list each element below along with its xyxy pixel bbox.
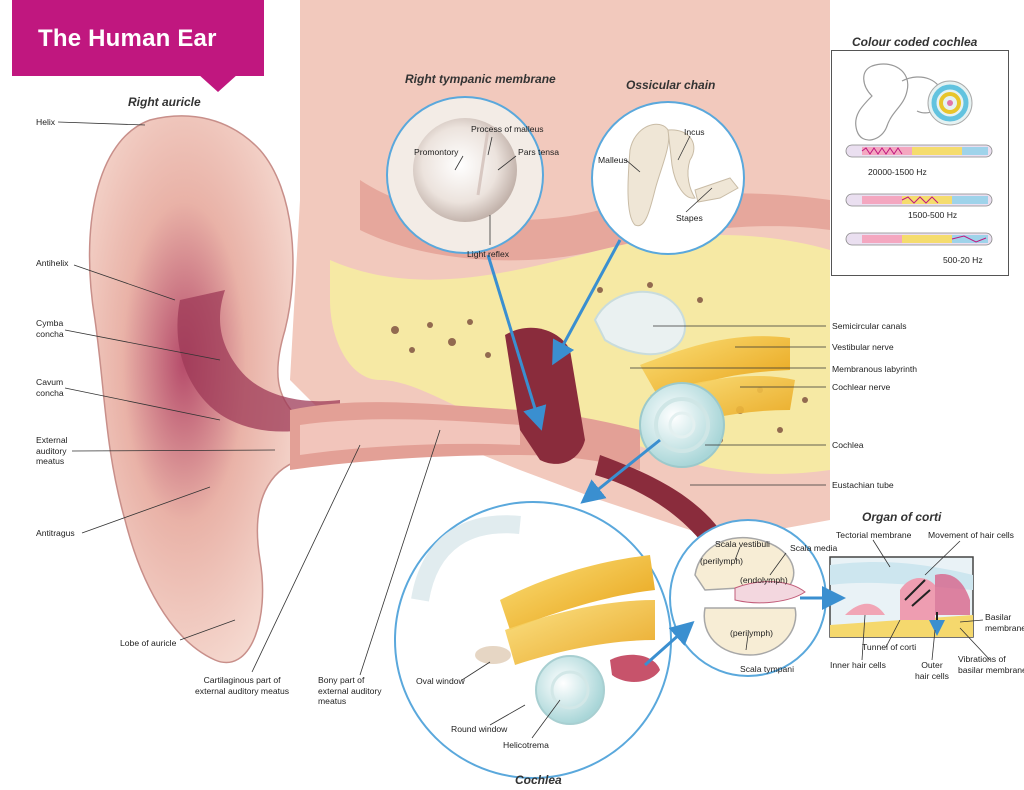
canal-inner: [300, 419, 520, 455]
label-endolymph: (endolymph): [740, 575, 788, 585]
band-label-mid: 1500-500 Hz: [908, 210, 958, 220]
label-vestibular-nerve: Vestibular nerve: [832, 342, 894, 352]
oval-window-shape: [475, 646, 511, 664]
heading-colour-cochlea: Colour coded cochlea: [852, 35, 978, 49]
label-cochlear-nerve: Cochlear nerve: [832, 382, 891, 392]
scala-tympani-shape: [703, 607, 797, 656]
heading-organ-of-corti: Organ of corti: [862, 510, 942, 524]
semicircular-shape: [593, 290, 686, 356]
label-tectorial-membrane: Tectorial membrane: [836, 530, 912, 540]
heading-ossicular: Ossicular chain: [626, 78, 716, 92]
label-perilymph-bottom: (perilymph): [730, 628, 773, 638]
label-incus: Incus: [684, 127, 705, 137]
label-antitragus: Antitragus: [36, 528, 75, 538]
label-stapes: Stapes: [676, 213, 703, 223]
band-label-low: 500-20 Hz: [943, 255, 983, 265]
ossicular-circle: [591, 101, 745, 255]
label-lobe-of-auricle: Lobe of auricle: [120, 638, 177, 648]
label-cochlea: Cochlea: [832, 440, 864, 450]
label-helicotrema: Helicotrema: [503, 740, 549, 750]
label-pars-tensa: Pars tensa: [518, 147, 560, 157]
malleus-shape: [627, 123, 670, 227]
label-scala-tympani: Scala tympani: [740, 664, 794, 674]
label-semicircular-canals: Semicircular canals: [832, 321, 907, 331]
title-banner-tail: [198, 74, 238, 92]
label-antihelix: Antihelix: [36, 258, 69, 268]
label-helix: Helix: [36, 117, 56, 127]
label-movement-of-hair-cells: Movement of hair cells: [928, 530, 1014, 540]
auricle-shape: [88, 115, 301, 663]
incus-shape: [667, 129, 696, 199]
cochlea-shape: [639, 382, 725, 468]
stapes-shape: [694, 177, 739, 203]
label-process-of-malleus: Process of malleus: [471, 124, 544, 134]
label-eustachian-tube: Eustachian tube: [832, 480, 894, 490]
band-label-high: 20000-1500 Hz: [868, 167, 927, 177]
label-perilymph-top: (perilymph): [700, 556, 743, 566]
label-light-reflex: Light reflex: [467, 249, 510, 259]
label-promontory: Promontory: [414, 147, 459, 157]
scala-vestibuli-shape: [694, 536, 795, 591]
heading-cochlea: Cochlea: [515, 773, 562, 787]
heading-tympanic: Right tympanic membrane: [405, 72, 556, 86]
colour-coded-cochlea-box: [831, 50, 1009, 276]
label-malleus: Malleus: [598, 155, 628, 165]
title-banner: [12, 0, 264, 76]
colour-cochlea-illustration: [845, 63, 993, 246]
heading-right-auricle: Right auricle: [128, 95, 201, 109]
label-tunnel-of-corti: Tunnel of corti: [862, 642, 917, 652]
label-round-window: Round window: [451, 724, 508, 734]
leader-lines: [57, 121, 991, 739]
eustachian-tube: [595, 455, 720, 540]
scala-media-shape: [734, 581, 806, 604]
label-inner-hair-cells: Inner hair cells: [830, 660, 886, 670]
label-membranous-labyrinth: Membranous labyrinth: [832, 364, 918, 374]
page-title: The Human Ear: [38, 25, 217, 52]
concha-hollow: [177, 290, 340, 432]
label-oval-window: Oval window: [416, 676, 465, 686]
label-scala-vestibuli: Scala vestibuli: [715, 539, 770, 549]
label-scala-media: Scala media: [790, 543, 838, 553]
